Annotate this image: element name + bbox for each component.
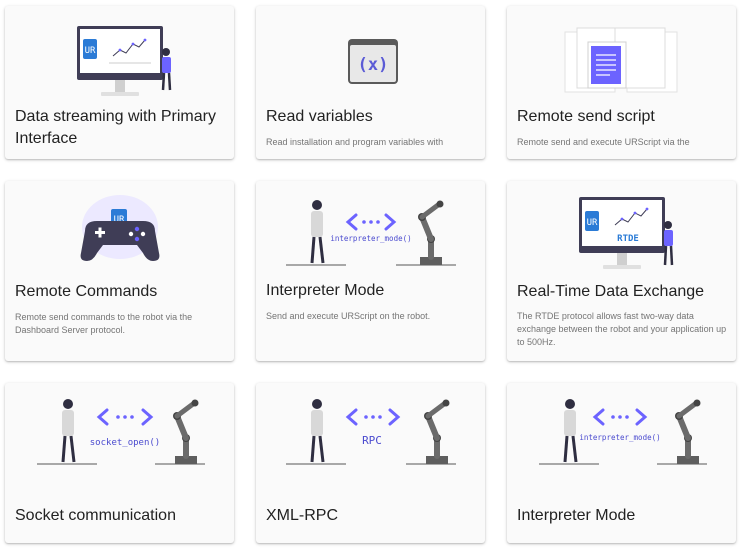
ur-logo: UR (85, 46, 96, 56)
card-interpreter-mode-2[interactable]: interpreter_mode() Interpreter Mode (507, 383, 736, 543)
ur-logo: UR (114, 215, 125, 225)
monitor-rtde-illustration: UR RTDE (579, 197, 674, 269)
person-robot-illustration: RPC (286, 399, 456, 465)
card-description: Remote send commands to the robot via th… (15, 312, 193, 335)
card-remote-commands[interactable]: UR Remote Commands Remote send commands … (5, 181, 234, 361)
card-xml-rpc[interactable]: RPC XML-RPC (256, 383, 485, 543)
card-title: XML-RPC (266, 507, 339, 524)
card-description: Read installation and program variables … (266, 137, 444, 147)
card-socket-communication[interactable]: socket_open() Socket communication (5, 383, 234, 543)
card-rtde[interactable]: UR RTDE Real-Time Data Exchange The RTDE… (507, 181, 736, 361)
card-description: The RTDE protocol allows fast two-way da… (517, 311, 727, 347)
ur-logo: UR (587, 218, 598, 228)
card-description: Remote send and execute URScript via the (517, 137, 690, 147)
card-data-streaming[interactable]: UR Data streaming with Primary Interface (5, 6, 234, 159)
card-title: Data streaming with Primary Interface (15, 108, 216, 147)
card-title: Interpreter Mode (517, 507, 636, 524)
person-robot-illustration: interpreter_mode() (539, 399, 707, 465)
card-remote-send-script[interactable]: Remote send script Remote send and execu… (507, 6, 736, 159)
card-title: Interpreter Mode (266, 282, 385, 299)
gamepad-icon: UR (80, 195, 160, 261)
card-title: Remote send script (517, 108, 655, 125)
card-title: Remote Commands (15, 283, 158, 300)
arrow-label: RPC (362, 434, 382, 447)
card-read-variables[interactable]: (x) Read variables Read installation and… (256, 6, 485, 159)
card-title: Socket communication (15, 507, 176, 524)
rtde-label: RTDE (617, 234, 639, 244)
card-title: Read variables (266, 108, 373, 125)
person-robot-illustration: socket_open() (37, 399, 205, 465)
card-title: Real-Time Data Exchange (517, 283, 705, 300)
variable-icon: (x) (348, 39, 398, 84)
card-interpreter-mode[interactable]: interpreter_mode() Interpreter Mode Send… (256, 181, 485, 361)
variable-symbol: (x) (358, 55, 389, 75)
arrow-label: interpreter_mode() (330, 234, 411, 243)
arrow-label: interpreter_mode() (579, 433, 660, 442)
person-robot-illustration: interpreter_mode() (286, 200, 456, 266)
documents-illustration (564, 27, 678, 93)
card-description: Send and execute URScript on the robot. (266, 311, 431, 321)
monitor-chart-illustration: UR (77, 26, 172, 96)
arrow-label: socket_open() (90, 438, 160, 448)
